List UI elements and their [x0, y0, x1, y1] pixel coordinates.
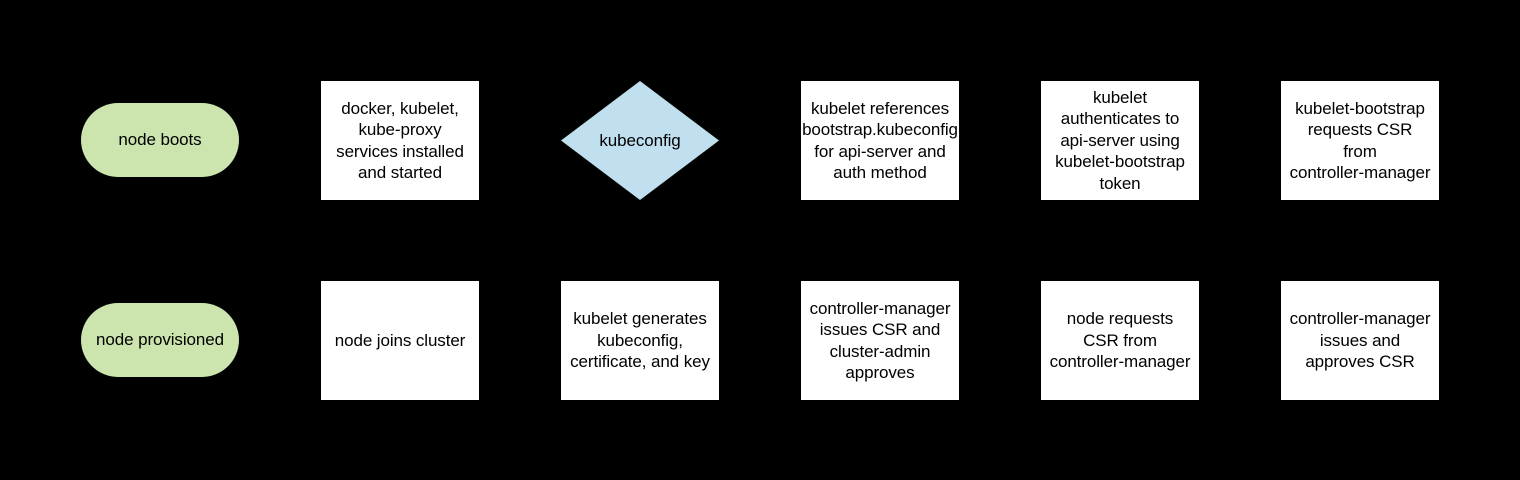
- flow-node-node-requests-csr[interactable]: node requests CSR from controller-manage…: [1041, 281, 1199, 400]
- flow-node-node-provisioned[interactable]: node provisioned: [81, 303, 239, 377]
- flow-node-label-kubelet-authenticates: kubelet authenticates to api-server usin…: [1055, 87, 1185, 193]
- flow-node-kubelet-references-bootstrap[interactable]: kubelet references bootstrap.kubeconfig …: [801, 81, 959, 200]
- flow-node-node-boots[interactable]: node boots: [81, 103, 239, 177]
- flow-node-kubelet-generates[interactable]: kubelet generates kubeconfig, certificat…: [561, 281, 719, 400]
- flow-node-kubeconfig-decision[interactable]: kubeconfig: [561, 81, 719, 200]
- flow-node-label-node-joins-cluster: node joins cluster: [334, 330, 466, 350]
- flow-node-label-node-boots: node boots: [118, 130, 202, 150]
- flow-node-label-node-requests-csr: node requests CSR from controller-manage…: [1049, 309, 1191, 372]
- flow-node-cm-issues-approves[interactable]: controller-manager issues and approves C…: [1281, 281, 1439, 400]
- flow-node-label-kubeconfig-decision: kubeconfig: [599, 130, 681, 150]
- flow-node-label-node-provisioned: node provisioned: [96, 330, 224, 350]
- flow-node-cm-issues-csr[interactable]: controller-manager issues CSR and cluste…: [801, 281, 959, 400]
- flow-node-label-services-installed: docker, kubelet, kube-proxy services ins…: [336, 98, 464, 183]
- flow-node-label-cm-issues-approves: controller-manager issues and approves C…: [1289, 309, 1431, 372]
- flow-node-label-cm-issues-csr: controller-manager issues CSR and cluste…: [809, 298, 951, 383]
- flow-node-services-installed[interactable]: docker, kubelet, kube-proxy services ins…: [321, 81, 479, 200]
- flow-node-label-bootstrap-requests-csr: kubelet-bootstrap requests CSR from cont…: [1289, 98, 1431, 183]
- flow-node-bootstrap-requests-csr[interactable]: kubelet-bootstrap requests CSR from cont…: [1281, 81, 1439, 200]
- flow-node-node-joins-cluster[interactable]: node joins cluster: [321, 281, 479, 400]
- flow-node-label-kubelet-generates: kubelet generates kubeconfig, certificat…: [570, 309, 710, 372]
- flow-node-kubelet-authenticates[interactable]: kubelet authenticates to api-server usin…: [1041, 81, 1199, 200]
- flow-node-label-kubelet-references-bootstrap: kubelet references bootstrap.kubeconfig …: [802, 98, 958, 183]
